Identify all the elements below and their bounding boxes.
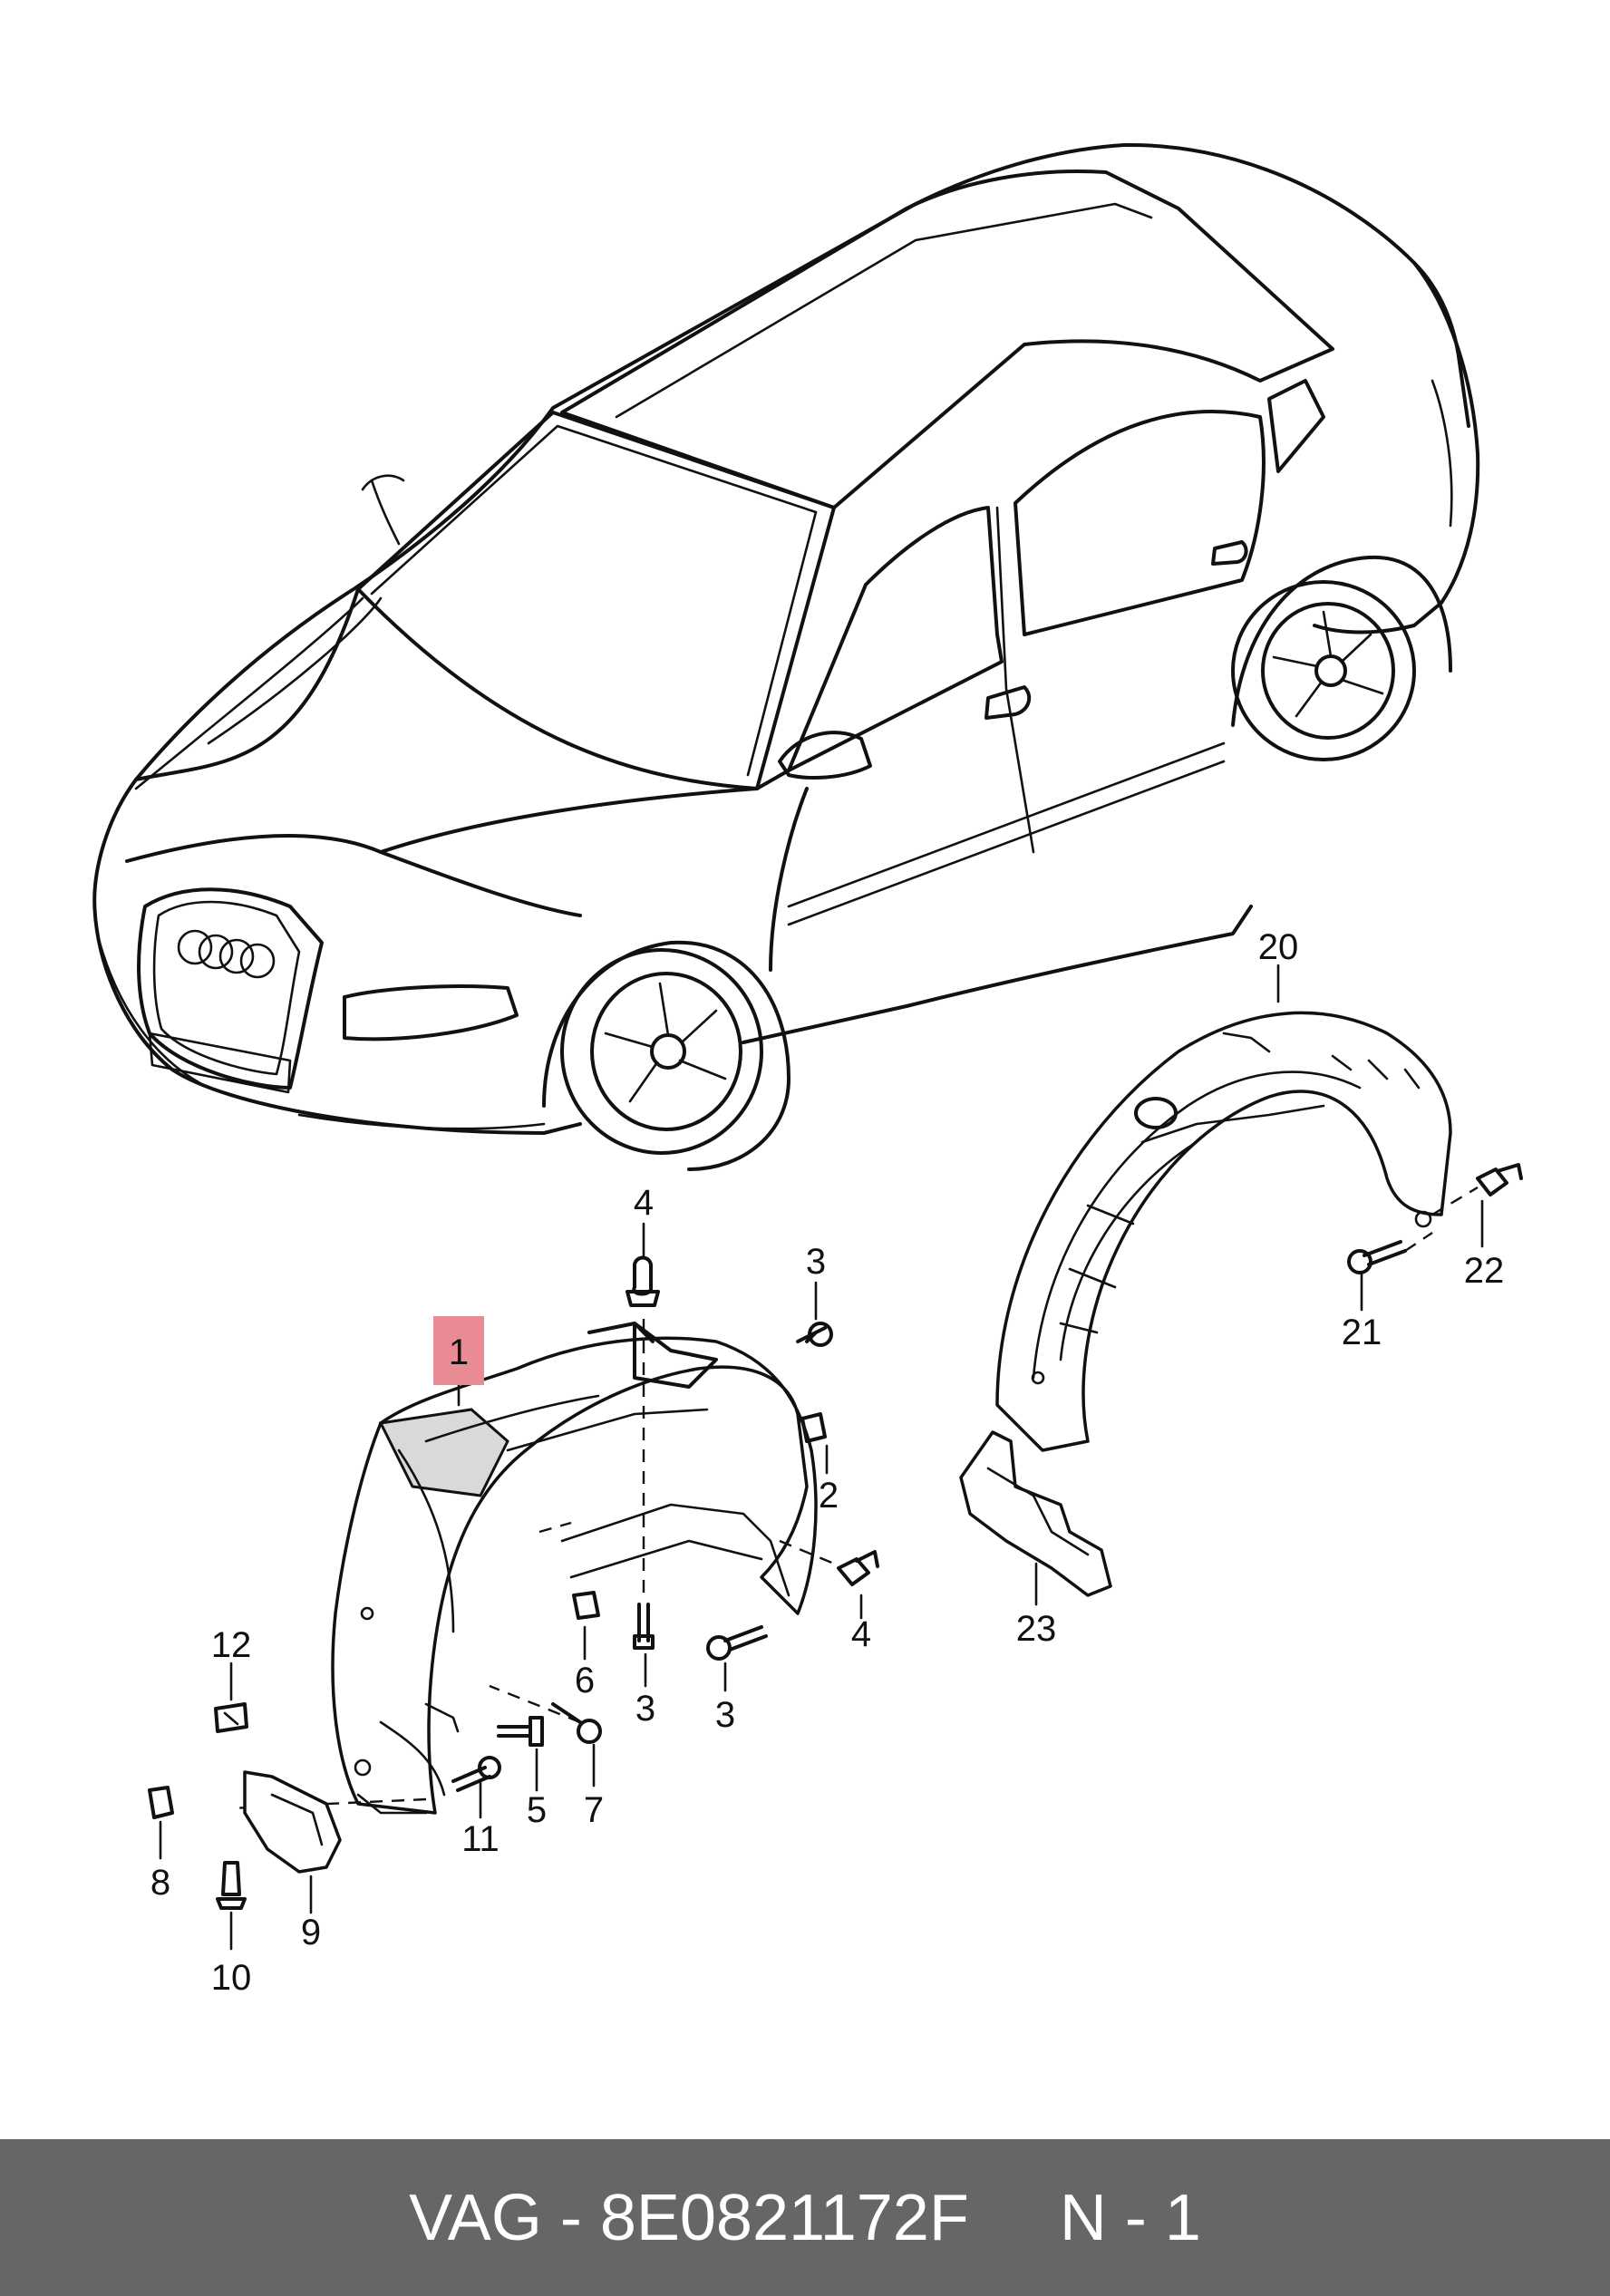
rear-bracket-part-23 xyxy=(959,1430,1112,1597)
callout-22: 22 xyxy=(1464,1251,1505,1291)
callout-4-right: 4 xyxy=(851,1614,871,1654)
callout-7: 7 xyxy=(584,1790,604,1830)
callout-5: 5 xyxy=(527,1790,547,1830)
callout-1: 1 xyxy=(449,1332,469,1372)
rear-wheel-arch-liner xyxy=(995,1011,1452,1452)
callout-10: 10 xyxy=(211,1958,252,1998)
front-wheel-arch-liner xyxy=(230,1319,835,1815)
part-number-footer: VAG - 8E0821172F N - 1 xyxy=(0,2139,1610,2296)
callout-4-top: 4 xyxy=(634,1183,654,1223)
callout-21: 21 xyxy=(1342,1313,1382,1352)
callout-labels: 1 4 3 2 4 6 3 3 7 5 11 12 8 9 10 20 21 2… xyxy=(150,927,1504,1998)
callout-6: 6 xyxy=(575,1661,595,1700)
car-illustration xyxy=(92,142,1480,1171)
front-flap-part-9 xyxy=(243,1770,342,1874)
callout-3-top-right: 3 xyxy=(806,1242,826,1282)
callout-11: 11 xyxy=(461,1819,499,1859)
part-number-caption: VAG - 8E0821172F N - 1 xyxy=(409,2181,1201,2254)
front-wheel xyxy=(542,940,790,1171)
callout-3-bottom-right: 3 xyxy=(715,1695,735,1735)
callout-leaders xyxy=(159,964,1484,1951)
callout-20: 20 xyxy=(1258,927,1299,967)
callout-23: 23 xyxy=(1016,1609,1057,1649)
highlight-box-part-1 xyxy=(433,1316,484,1385)
callout-3-bottom-centre: 3 xyxy=(635,1689,655,1729)
brand-rings-logo xyxy=(177,929,276,979)
callout-2: 2 xyxy=(819,1476,839,1516)
parts-diagram: 1 4 3 2 4 6 3 3 7 5 11 12 8 9 10 20 21 2… xyxy=(92,142,1523,1998)
fasteners xyxy=(148,1163,1523,1910)
callout-8: 8 xyxy=(150,1863,170,1903)
rear-wheel xyxy=(1231,555,1452,761)
callout-9: 9 xyxy=(301,1913,321,1952)
callout-12: 12 xyxy=(211,1625,252,1665)
